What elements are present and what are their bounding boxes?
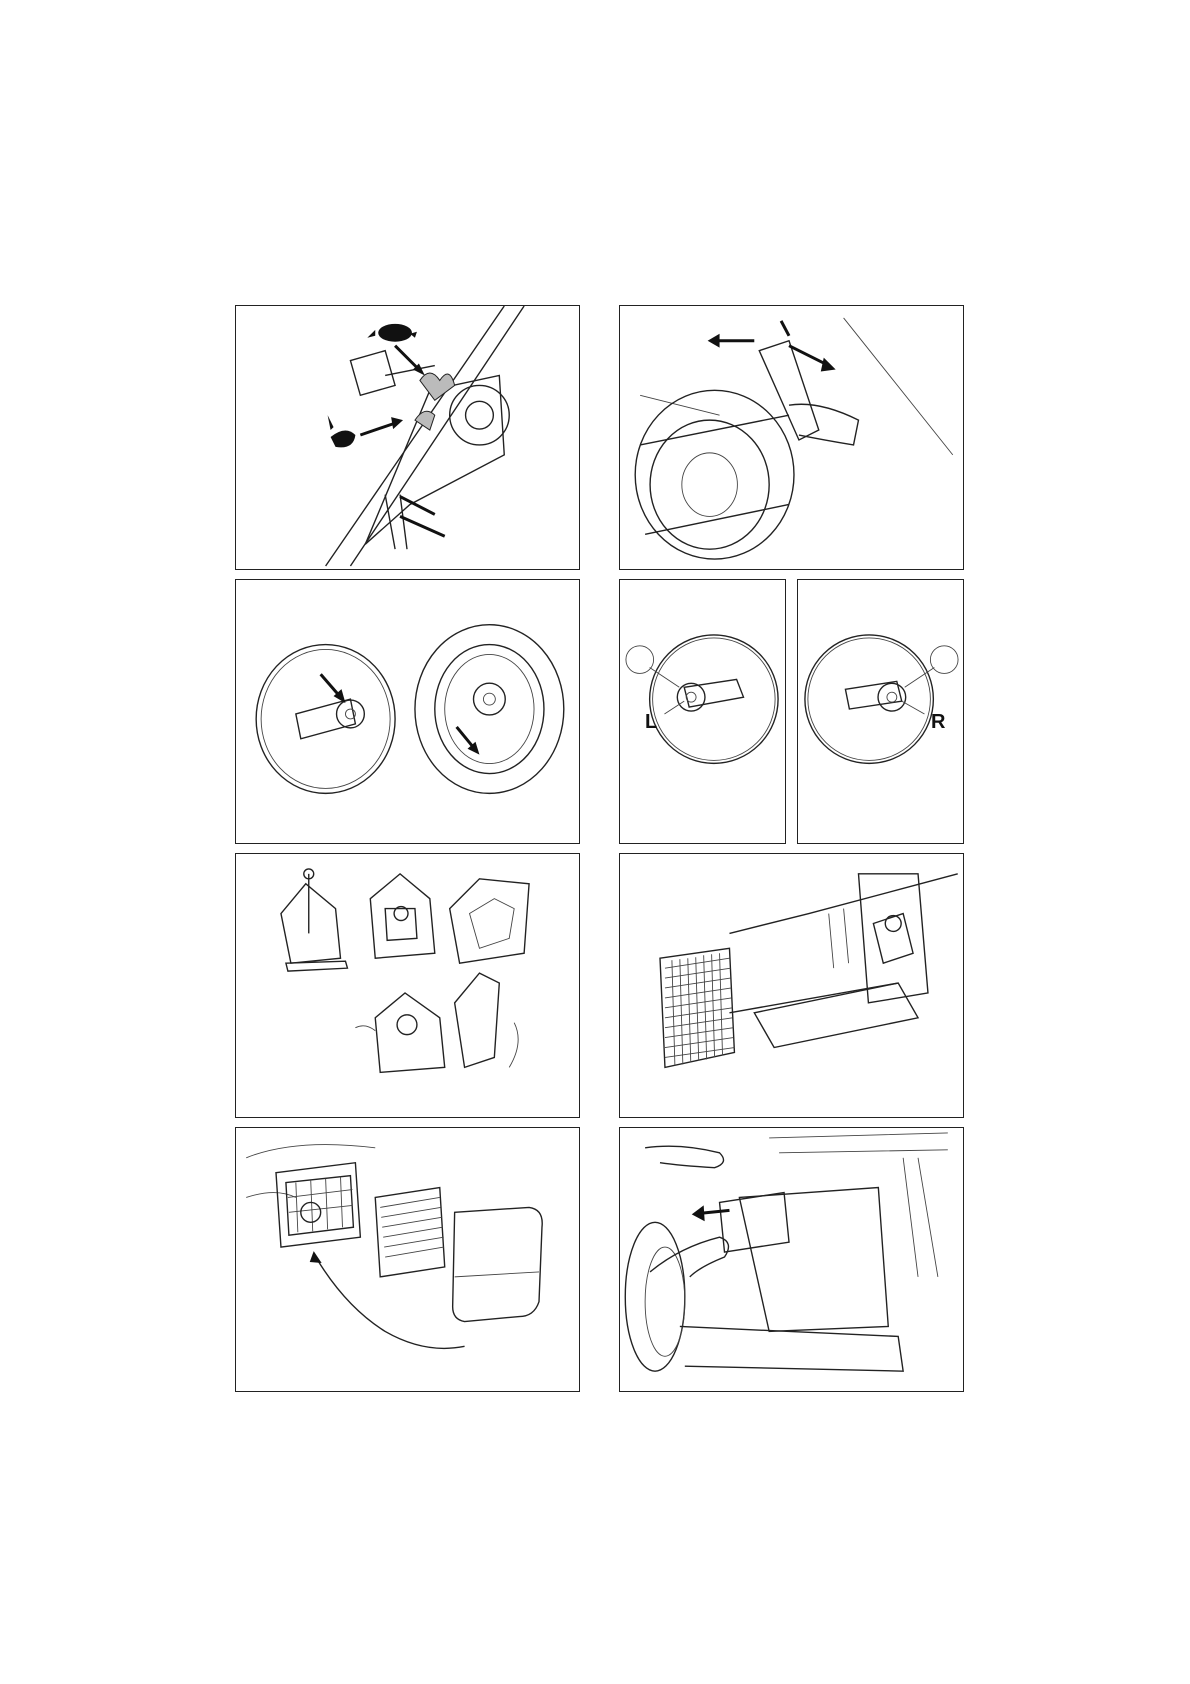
filter-removal-illustration bbox=[620, 1128, 963, 1391]
figure-air-filter-types bbox=[235, 853, 580, 1118]
figure-speed-lever bbox=[235, 305, 580, 570]
figure-gear-right: R bbox=[797, 579, 964, 844]
figure-gear-left: L bbox=[619, 579, 786, 844]
wheel-height-illustration bbox=[620, 306, 963, 569]
hare-icon bbox=[328, 415, 356, 447]
figure-wheel-height-adjuster bbox=[619, 305, 964, 570]
figure-filter-removal bbox=[619, 1127, 964, 1392]
tortoise-icon bbox=[367, 324, 417, 342]
label-right: R bbox=[931, 711, 945, 734]
air-filter-housing-illustration bbox=[620, 854, 963, 1117]
air-filter-cover-illustration bbox=[236, 1128, 579, 1391]
wheel-gear-illustration bbox=[236, 580, 579, 843]
figure-air-filter-housing bbox=[619, 853, 964, 1118]
figure-air-filter-cover bbox=[235, 1127, 580, 1392]
figure-wheel-gear bbox=[235, 579, 580, 844]
speed-lever-illustration bbox=[236, 306, 579, 569]
label-left: L bbox=[645, 711, 657, 734]
air-filter-types-illustration bbox=[236, 854, 579, 1117]
